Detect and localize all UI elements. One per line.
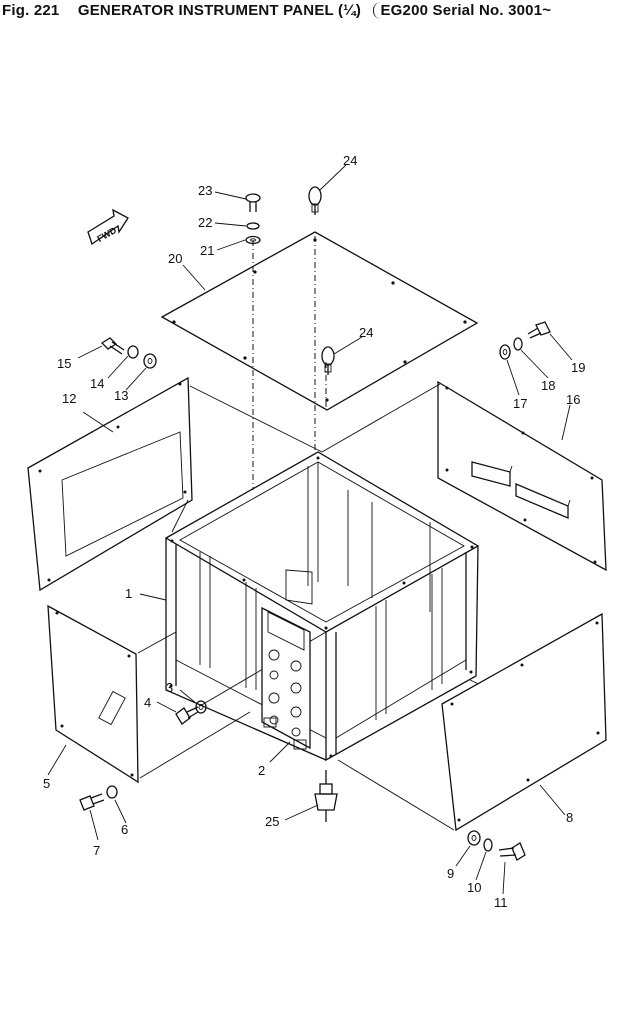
callout-22: 22 [198,215,212,230]
callout-5: 5 [43,776,50,791]
right-side-panel [437,380,607,572]
callout-4: 4 [144,695,151,710]
callout-6: 6 [121,822,128,837]
rear-cover-plate [441,612,607,832]
callout-15: 15 [57,356,71,371]
washer-18-icon [513,337,523,351]
instrument-panel [261,606,311,750]
callout-11: 11 [494,895,508,910]
callout-9: 9 [447,866,454,881]
callout-24-lower: 24 [359,325,373,340]
callout-21: 21 [200,243,214,258]
callout-10: 10 [467,880,481,895]
callout-14: 14 [90,376,104,391]
eyebolt-24-lower-icon [321,346,335,375]
washer-14-icon [127,345,139,359]
washer-13-icon [143,353,157,369]
figure-number: Fig. 221 [2,2,60,19]
bolt-7-icon [79,793,105,811]
callout-13: 13 [114,388,128,403]
callout-2: 2 [258,763,265,778]
callout-19: 19 [571,360,585,375]
fwd-arrow-icon: FWD [87,208,129,246]
callout-25: 25 [265,814,279,829]
washer-21-icon [245,235,261,245]
mount-25-icon [314,770,338,822]
bolt-11-icon [498,842,526,861]
bolt-23-icon [245,193,261,212]
left-side-panel [27,376,193,592]
callout-17: 17 [513,396,527,411]
washer-3-icon [195,700,207,714]
callout-23: 23 [198,183,212,198]
washer-10-icon [483,838,493,852]
washer-17-icon [499,344,511,360]
washer-6-icon [106,785,118,799]
washer-22-icon [246,222,260,230]
serial-range: EG200 Serial No. 3001~ [373,2,551,19]
bolt-15-icon [100,337,125,355]
callout-24-top: 24 [343,153,357,168]
figure-caption: Fig. 221 GENERATOR INSTRUMENT PANEL (¼) … [2,2,638,28]
callout-leaders [47,164,573,895]
figure-title: GENERATOR INSTRUMENT PANEL (¼) [77,2,362,19]
eyebolt-24-top-icon [308,186,322,215]
bolt-19-icon [527,321,551,339]
callout-18: 18 [541,378,555,393]
callout-20: 20 [168,251,182,266]
callout-7: 7 [93,843,100,858]
frame-box [164,451,480,762]
callout-16: 16 [566,392,580,407]
callout-labels: 1 2 3 4 5 6 7 8 9 10 11 12 13 14 15 16 1… [43,153,585,910]
bolt-4-icon [175,706,199,725]
front-cover-plate [47,604,139,784]
callout-1: 1 [125,586,132,601]
top-cover-plate [160,231,479,411]
callout-8: 8 [566,810,573,825]
callout-3: 3 [166,680,173,695]
washer-9-icon [467,830,481,846]
callout-12: 12 [62,391,76,406]
